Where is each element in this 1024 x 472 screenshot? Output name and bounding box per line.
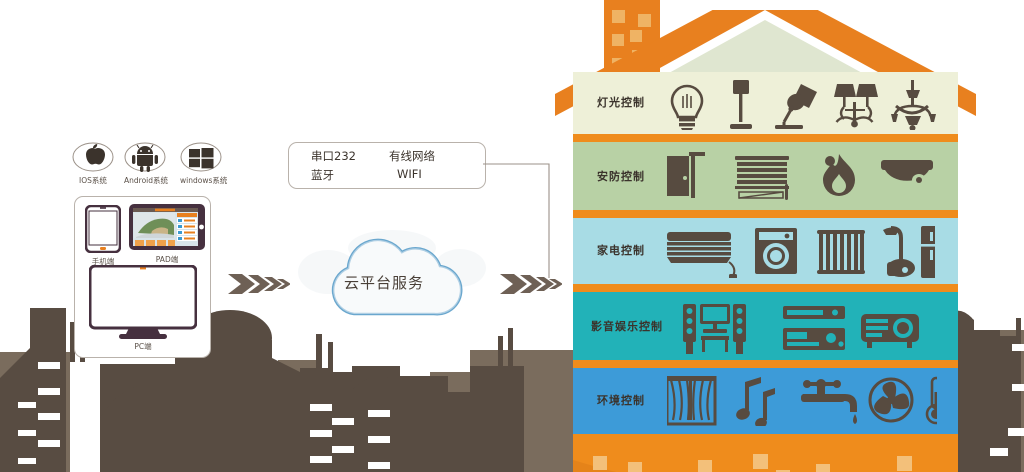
desktop-icon xyxy=(89,265,197,339)
os-platform-windows[interactable]: windows系统 xyxy=(180,142,227,186)
flame-sensor-icon xyxy=(823,154,855,196)
client-device-panel: 手机端 xyxy=(74,196,211,358)
protocol-box: 串口232 有线网络 蓝牙 WIFI xyxy=(288,142,486,189)
protocol-ethernet: 有线网络 xyxy=(389,149,435,163)
floor-divider-3 xyxy=(573,284,958,292)
radiator-icon xyxy=(817,230,865,274)
flow-arrow-right xyxy=(500,274,562,294)
floor-label-lighting: 灯光控制 xyxy=(597,96,645,109)
floor-divider-2 xyxy=(573,210,958,218)
vacuum-cleaner-icon xyxy=(883,226,915,277)
os-platform-group: IOS系统 Android系统 xyxy=(72,142,227,190)
light-bulb-icon xyxy=(670,84,704,130)
protocol-bluetooth: 蓝牙 xyxy=(311,168,334,182)
device-phone[interactable]: 手机端 xyxy=(85,205,121,267)
cloud-label: 云平台服务 xyxy=(344,274,425,292)
os-label-android: Android系统 xyxy=(124,176,168,185)
air-conditioner-icon xyxy=(667,232,737,278)
house-body: 灯光控制 xyxy=(555,10,976,472)
av-receiver-icon xyxy=(783,306,845,350)
device-label-tablet: PAD端 xyxy=(155,255,179,264)
desk-lamp-icon xyxy=(775,84,817,129)
floor-divider-5 xyxy=(573,434,958,442)
floor-environment: 环境控制 xyxy=(573,368,958,434)
window-blind-icon xyxy=(735,156,789,200)
phone-icon xyxy=(85,205,121,253)
os-label-windows: windows系统 xyxy=(180,176,228,185)
os-label-ios: IOS系统 xyxy=(79,176,107,185)
device-tablet[interactable]: PAD端 xyxy=(128,203,206,265)
flow-arrow-left xyxy=(228,274,290,294)
floor-av: 影音娱乐控制 xyxy=(573,292,958,360)
cloud-shape xyxy=(298,230,486,316)
protocol-wifi: WIFI xyxy=(397,167,422,181)
music-note-icon xyxy=(736,377,775,426)
device-desktop[interactable]: PC端 xyxy=(89,265,197,352)
cloud-platform: 云平台服务 xyxy=(292,228,492,338)
projector-icon xyxy=(861,314,919,348)
floor-divider-4 xyxy=(573,360,958,368)
floor-label-appliance: 家电控制 xyxy=(597,244,645,257)
wall-sconce-icon xyxy=(834,84,878,128)
appliance-icons xyxy=(667,226,937,278)
washing-machine-icon xyxy=(755,228,797,274)
floor-lamp-icon xyxy=(730,80,752,129)
lighting-icons xyxy=(670,80,936,130)
device-label-phone: 手机端 xyxy=(91,257,115,266)
apple-icon xyxy=(72,142,114,172)
floor-divider-1 xyxy=(573,134,958,142)
home-theater-icon xyxy=(683,304,746,354)
curtain-icon xyxy=(667,376,717,426)
fan-icon xyxy=(868,377,914,423)
floor-security: 安防控制 xyxy=(573,142,958,210)
faucet-icon xyxy=(801,379,857,424)
house-foundation xyxy=(573,442,958,472)
refrigerator-icon xyxy=(921,226,937,278)
floor-lighting: 灯光控制 xyxy=(573,72,958,134)
device-label-desktop: PC端 xyxy=(134,342,152,351)
floor-appliance: 家电控制 xyxy=(573,218,958,284)
environment-icons xyxy=(667,376,937,426)
os-platform-ios[interactable]: IOS系统 xyxy=(72,142,114,186)
protocol-connector-line xyxy=(483,163,550,278)
floor-label-av: 影音娱乐控制 xyxy=(591,320,663,333)
chandelier-icon xyxy=(891,80,936,130)
protocol-serial: 串口232 xyxy=(311,149,356,163)
android-icon xyxy=(124,142,166,172)
door-icon xyxy=(667,152,705,198)
av-icons xyxy=(683,304,919,354)
floor-label-environment: 环境控制 xyxy=(597,394,645,407)
dome-camera-icon xyxy=(881,160,933,186)
windows-icon xyxy=(180,142,222,172)
security-icons xyxy=(667,152,933,200)
os-platform-android[interactable]: Android系统 xyxy=(124,142,168,186)
floor-label-security: 安防控制 xyxy=(597,170,645,183)
thermometer-icon xyxy=(925,376,937,425)
tablet-icon xyxy=(129,204,205,250)
